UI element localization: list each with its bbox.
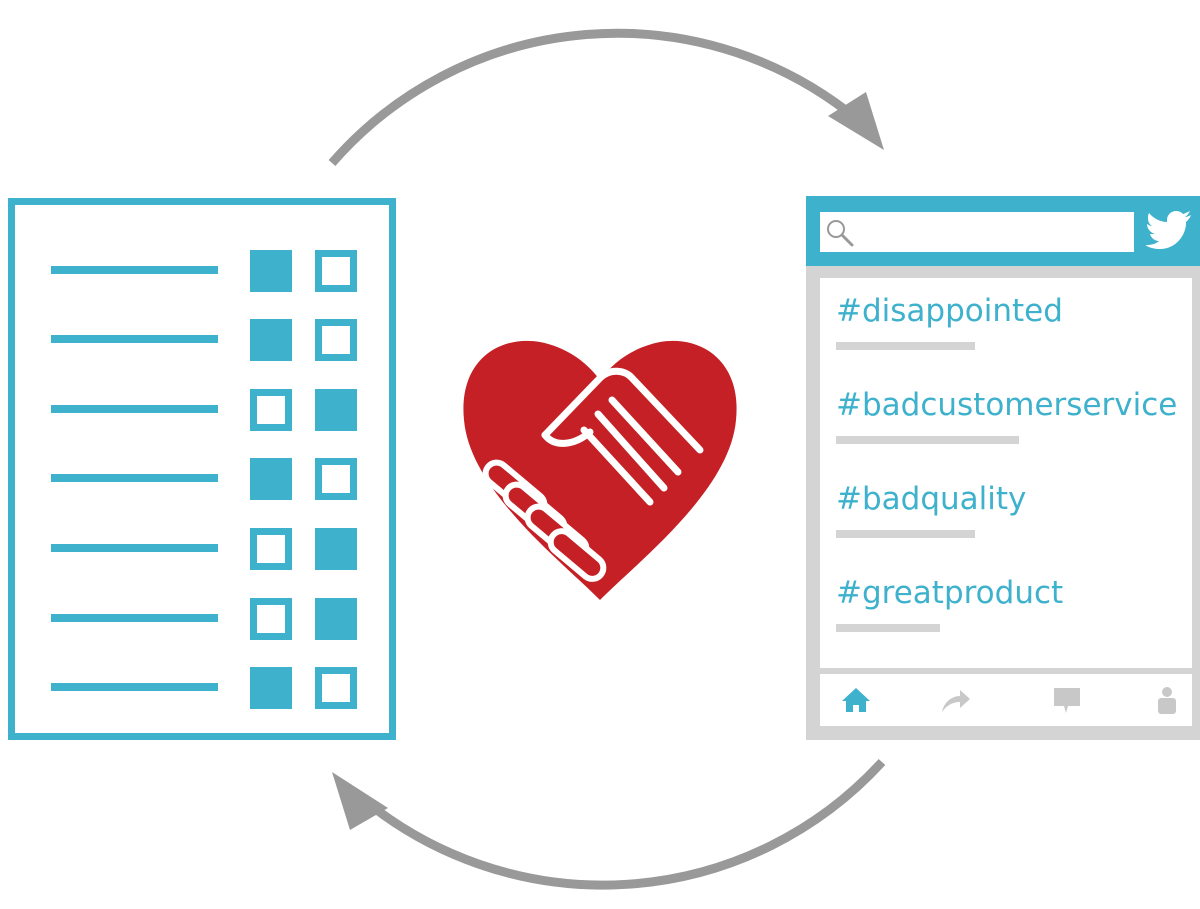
- hashtag-text[interactable]: #greatproduct: [836, 575, 1064, 611]
- search-input[interactable]: [820, 212, 1134, 252]
- question-line: [51, 335, 218, 343]
- hashtag-text[interactable]: #disappointed: [836, 293, 1063, 329]
- survey-row: [15, 598, 389, 640]
- checkbox-checked[interactable]: [250, 458, 292, 500]
- twitter-card: #disappointed #badcustomerservice #badqual…: [806, 196, 1200, 740]
- hashtag-text[interactable]: #badquality: [836, 481, 1027, 517]
- question-line: [51, 683, 218, 691]
- question-line: [51, 474, 218, 482]
- bottom-arrow: [332, 758, 886, 890]
- share-icon[interactable]: [938, 686, 972, 714]
- bottom-nav: [820, 674, 1192, 726]
- tweet-text-placeholder: [836, 436, 1019, 444]
- question-line: [51, 266, 218, 274]
- tweet-text-placeholder: [836, 530, 975, 538]
- checkbox-checked[interactable]: [315, 598, 357, 640]
- question-line: [51, 405, 218, 413]
- survey-row: [15, 458, 389, 500]
- twitter-header: [806, 196, 1200, 266]
- comment-icon[interactable]: [1052, 686, 1082, 716]
- home-icon[interactable]: [840, 686, 872, 714]
- survey-row: [15, 389, 389, 431]
- top-arrow: [328, 28, 884, 166]
- checkbox-unchecked[interactable]: [315, 319, 357, 361]
- twitter-bird-icon: [1146, 211, 1191, 249]
- checkbox-checked[interactable]: [250, 250, 292, 292]
- survey-row: [15, 319, 389, 361]
- survey-form: [8, 198, 396, 740]
- bottom-arrowhead: [332, 772, 388, 830]
- profile-icon[interactable]: [1152, 686, 1182, 716]
- hashtag-text[interactable]: #badcustomerservice: [836, 387, 1178, 423]
- tweet-text-placeholder: [836, 342, 975, 350]
- top-arrowhead: [828, 92, 884, 150]
- tweet-feed: #disappointed #badcustomerservice #badqual…: [820, 278, 1192, 668]
- checkbox-checked[interactable]: [315, 389, 357, 431]
- survey-row: [15, 667, 389, 709]
- checkbox-unchecked[interactable]: [250, 389, 292, 431]
- checkbox-checked[interactable]: [315, 528, 357, 570]
- checkbox-unchecked[interactable]: [315, 667, 357, 709]
- tweet-text-placeholder: [836, 624, 940, 632]
- checkbox-unchecked[interactable]: [250, 598, 292, 640]
- survey-row: [15, 528, 389, 570]
- question-line: [51, 614, 218, 622]
- checkbox-checked[interactable]: [250, 319, 292, 361]
- question-line: [51, 544, 218, 552]
- search-icon: [827, 220, 854, 247]
- checkbox-unchecked[interactable]: [315, 250, 357, 292]
- checkbox-unchecked[interactable]: [315, 458, 357, 500]
- checkbox-checked[interactable]: [250, 667, 292, 709]
- checkbox-unchecked[interactable]: [250, 528, 292, 570]
- survey-row: [15, 250, 389, 292]
